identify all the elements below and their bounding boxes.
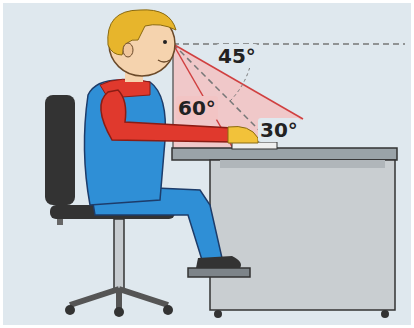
angle-label: 30° xyxy=(258,118,300,142)
angle-label-holder: 45° xyxy=(216,44,258,68)
desk-top xyxy=(172,148,397,160)
angle-label-holder: 30° xyxy=(258,118,300,142)
angle-label-holder: 60° xyxy=(176,96,218,120)
chair-post xyxy=(114,219,124,289)
mouth xyxy=(158,60,170,62)
shoe xyxy=(196,256,241,268)
chair-base xyxy=(70,289,168,308)
background xyxy=(3,3,411,325)
angle-label: 45° xyxy=(216,44,258,68)
chair-wheel xyxy=(65,305,75,315)
angle-line-45 xyxy=(173,44,265,136)
chair-wheel xyxy=(114,307,124,317)
angle-line-30 xyxy=(173,44,303,119)
horizontal-line xyxy=(173,43,405,45)
desk-drawer xyxy=(220,160,385,168)
desk-body xyxy=(210,160,395,310)
chair-wheel xyxy=(163,305,173,315)
chair-back xyxy=(45,95,75,205)
footrest xyxy=(188,268,250,277)
eye xyxy=(163,40,167,44)
angle-label: 60° xyxy=(176,96,218,120)
overalls xyxy=(84,80,165,205)
ear xyxy=(123,43,133,57)
desk-wheel xyxy=(214,310,222,318)
hand xyxy=(228,126,258,143)
arm xyxy=(101,90,232,142)
hair xyxy=(108,10,176,55)
desk-wheel xyxy=(381,310,389,318)
